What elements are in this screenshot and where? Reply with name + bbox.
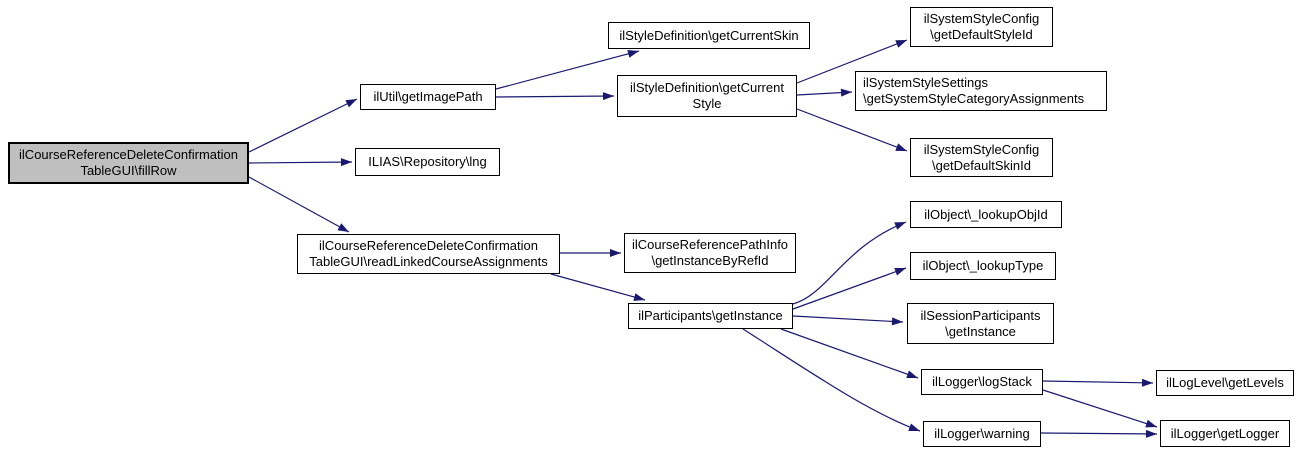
node-getDefaultSkinId[interactable]: ilSystemStyleConfig \getDefaultSkinId — [910, 138, 1053, 177]
edge-logStack-to-getLogger — [1042, 389, 1158, 428]
edge-group — [248, 39, 1158, 438]
node-fillRow: ilCourseReferenceDeleteConfirmation Tabl… — [8, 142, 249, 184]
node-getSystemStyleCategoryAssignments[interactable]: ilSystemStyleSettings \getSystemStyleCat… — [855, 71, 1107, 111]
node-ilSessionParticipants-getInstance[interactable]: ilSessionParticipants \getInstance — [907, 303, 1054, 344]
node-ILIAS-Repository-lng[interactable]: ILIAS\Repository\lng — [355, 148, 500, 176]
node-getCurrentSkin[interactable]: ilStyleDefinition\getCurrentSkin — [608, 22, 810, 49]
edge-fillRow-to-ilUtil-getImagePath — [248, 98, 358, 153]
node-getLogger[interactable]: ilLogger\getLogger — [1160, 420, 1290, 447]
edge-fillRow-to-readLinkedCourseAssignments — [248, 176, 350, 233]
node-getDefaultStyleId[interactable]: ilSystemStyleConfig \getDefaultStyleId — [910, 7, 1053, 47]
edge-ilParticipants-getInstance-to-warning — [742, 328, 921, 432]
edge-warning-to-getLogger — [1040, 429, 1158, 438]
node-ilUtil-getImagePath[interactable]: ilUtil\getImagePath — [360, 84, 496, 110]
edge-fillRow-to-ILIAS-Repository-lng — [248, 158, 353, 167]
node-warning[interactable]: ilLogger\warning — [923, 421, 1041, 447]
edge-ilUtil-getImagePath-to-getCurrentStyle — [495, 92, 615, 101]
edge-logStack-to-getLevels — [1042, 378, 1154, 387]
node-getLevels[interactable]: ilLogLevel\getLevels — [1156, 370, 1294, 396]
edge-ilUtil-getImagePath-to-getCurrentSkin — [495, 49, 640, 90]
node-lookupType[interactable]: ilObject\_lookupType — [910, 252, 1056, 280]
node-ilParticipants-getInstance[interactable]: ilParticipants\getInstance — [628, 303, 793, 329]
edge-ilParticipants-getInstance-to-lookupObjId — [792, 221, 907, 305]
edge-getCurrentStyle-to-getDefaultSkinId — [796, 108, 908, 152]
edge-ilParticipants-getInstance-to-ilSessionParticipants-getInstance — [792, 315, 904, 326]
node-logStack[interactable]: ilLogger\logStack — [921, 369, 1043, 395]
edge-getCurrentStyle-to-getSystemStyleCategoryAssignments — [796, 88, 853, 97]
node-lookupObjId[interactable]: ilObject\_lookupObjId — [910, 201, 1062, 228]
node-getInstanceByRefId[interactable]: ilCourseReferencePathInfo \getInstanceBy… — [624, 233, 796, 273]
edge-ilParticipants-getInstance-to-logStack — [780, 328, 919, 379]
edge-ilParticipants-getInstance-to-lookupType — [792, 267, 907, 310]
node-readLinkedCourseAssignments[interactable]: ilCourseReferenceDeleteConfirmation Tabl… — [297, 234, 560, 274]
edge-getCurrentStyle-to-getDefaultStyleId — [796, 39, 908, 84]
node-getCurrentStyle[interactable]: ilStyleDefinition\getCurrent Style — [617, 75, 797, 117]
edge-readLinkedCourseAssignments-to-ilParticipants-getInstance — [550, 273, 646, 301]
